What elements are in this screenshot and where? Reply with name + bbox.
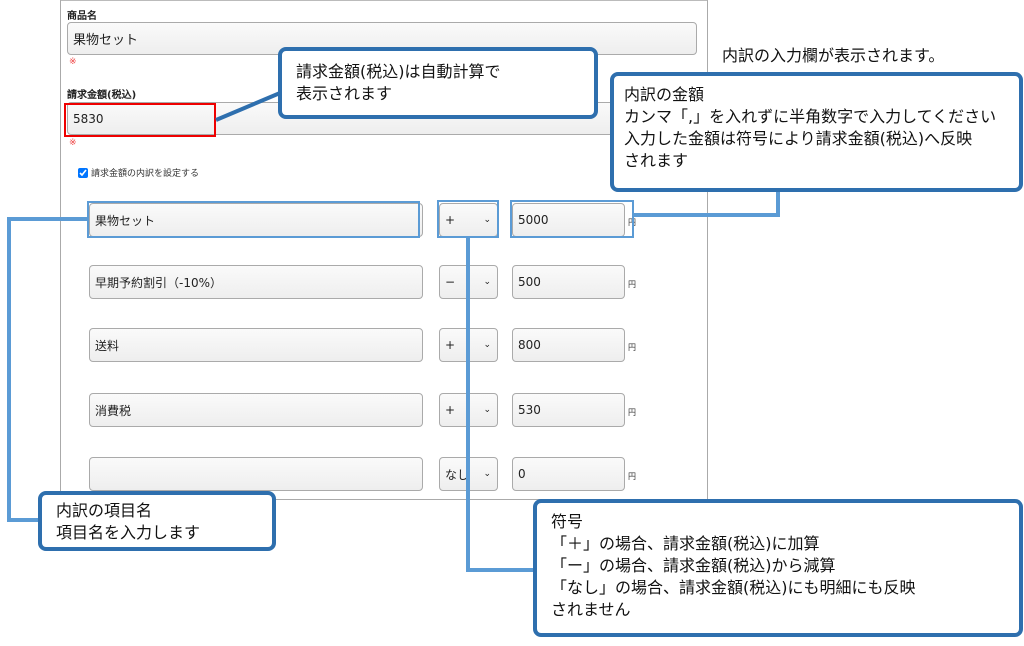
sign-value: なし (445, 467, 470, 482)
amount-connector (634, 190, 780, 217)
amount-input[interactable]: 5000 (512, 203, 625, 237)
required-mark: ※ (69, 138, 77, 148)
chevron-down-icon: ⌄ (483, 340, 491, 350)
breakdown-toggle[interactable]: 請求金額の内訳を設定する (78, 166, 199, 179)
top-right-note: 内訳の入力欄が表示されます。 (722, 46, 945, 65)
currency-label: 円 (628, 408, 636, 417)
item-name-input[interactable]: 消費税 (89, 393, 423, 427)
sign-connector (466, 238, 534, 572)
auto-calc-connector (215, 91, 281, 122)
item-name-input[interactable]: 果物セット (89, 203, 423, 237)
auto-calc-callout: 請求金額(税込)は自動計算で 表示されます (278, 47, 598, 119)
required-mark: ※ (69, 57, 77, 67)
amount-input[interactable]: 0 (512, 457, 625, 491)
breakdown-checkbox[interactable] (78, 167, 88, 178)
item-name-input[interactable]: 早期予約割引（-10%） (89, 265, 423, 299)
chevron-down-icon: ⌄ (483, 215, 491, 225)
sign-value: + (445, 403, 456, 417)
chevron-down-icon: ⌄ (483, 405, 491, 415)
sign-callout: 符号 「＋」の場合、請求金額(税込)に加算 「ー」の場合、請求金額(税込)から減… (533, 499, 1023, 637)
currency-label: 円 (628, 280, 636, 289)
amount-input[interactable]: 500 (512, 265, 625, 299)
sign-value: − (445, 275, 456, 289)
item-name-connector (7, 217, 88, 522)
currency-label: 円 (628, 343, 636, 352)
item-name-callout: 内訳の項目名 項目名を入力します (38, 491, 276, 551)
sign-value: + (445, 338, 456, 352)
amount-highlight (510, 200, 634, 238)
amount-input[interactable]: 800 (512, 328, 625, 362)
chevron-down-icon: ⌄ (483, 277, 491, 287)
breakdown-checkbox-label: 請求金額の内訳を設定する (91, 169, 200, 179)
amount-callout: 内訳の金額 カンマ「,」を入れずに半角数字で入力してください 入力した金額は符号… (610, 72, 1023, 192)
form-panel (60, 0, 708, 500)
sign-value: + (445, 213, 456, 227)
product-name-label: 商品名 (67, 11, 97, 22)
total-amount-highlight (64, 103, 216, 137)
item-name-input[interactable]: 送料 (89, 328, 423, 362)
currency-label: 円 (628, 472, 636, 481)
chevron-down-icon: ⌄ (483, 469, 491, 479)
amount-label: 請求金額(税込) (67, 90, 137, 101)
item-name-input[interactable] (89, 457, 423, 491)
sign-highlight (437, 200, 499, 238)
amount-input[interactable]: 530 (512, 393, 625, 427)
